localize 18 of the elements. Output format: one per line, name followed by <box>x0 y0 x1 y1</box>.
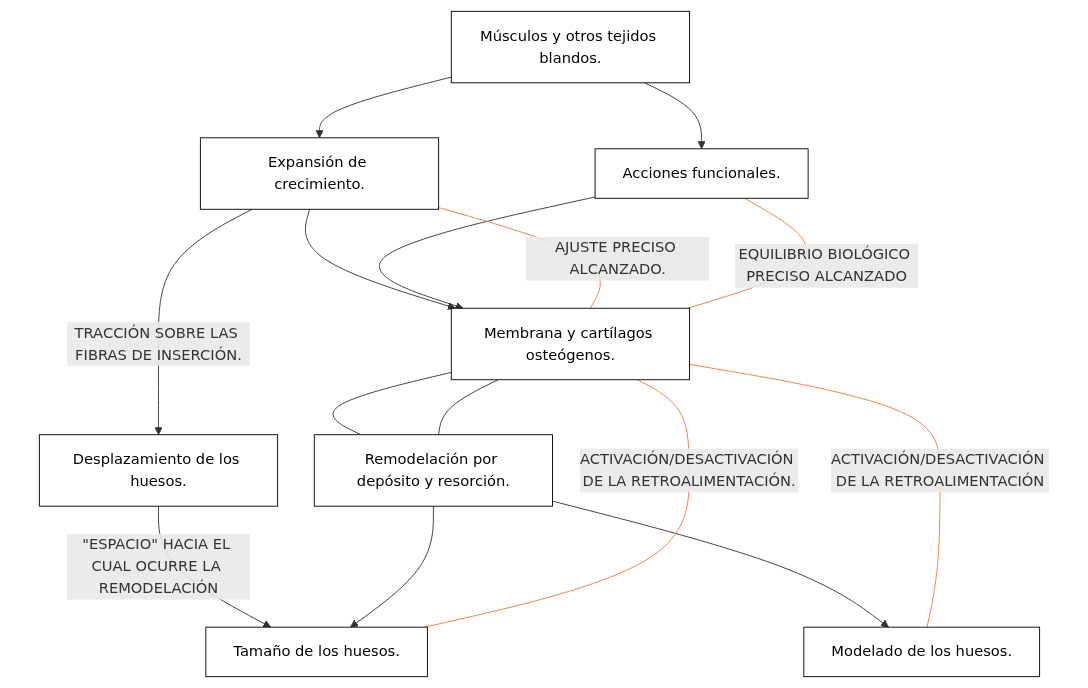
node-box: Expansión de crecimiento. <box>199 137 439 210</box>
edge-label: ACTIVACIÓN/DESACTIVACIÓN DE LA RETROALIMENTACIÓN <box>830 450 1045 490</box>
edge-label: EQUILIBRIO BIOLÓGICO PRECISO ALCANZADO <box>738 245 910 286</box>
edge-label: TRACCIÓN SOBRE LAS FIBRAS DE INSERCIÓN. <box>74 323 242 364</box>
node-box: Músculos y otros tejidos blandos. <box>450 10 690 84</box>
node-box: Tamaño de los huesos. <box>205 626 428 678</box>
connector <box>424 379 690 628</box>
edge-label: AJUSTE PRECISO ALCANZADO. <box>554 238 676 279</box>
edge-label: "ESPACIO" HACIA EL CUAL OCURRE LA REMODELACIÓN <box>81 535 230 597</box>
connector <box>332 371 452 436</box>
node-box: Membrana y cartílagos osteógenos. <box>450 307 690 381</box>
node-box: Desplazamiento de los huesos. <box>38 434 278 507</box>
edge-label: ACTIVACIÓN/DESACTIVACIÓN DE LA RETROALIMENTACIÓN. <box>579 450 796 490</box>
node-box: Acciones funcionales. <box>594 148 809 199</box>
node-box: Modelado de los huesos. <box>803 626 1040 678</box>
connector <box>688 363 941 628</box>
connector <box>437 379 499 436</box>
node-box: Remodelación por depósito y resorción. <box>313 434 553 507</box>
